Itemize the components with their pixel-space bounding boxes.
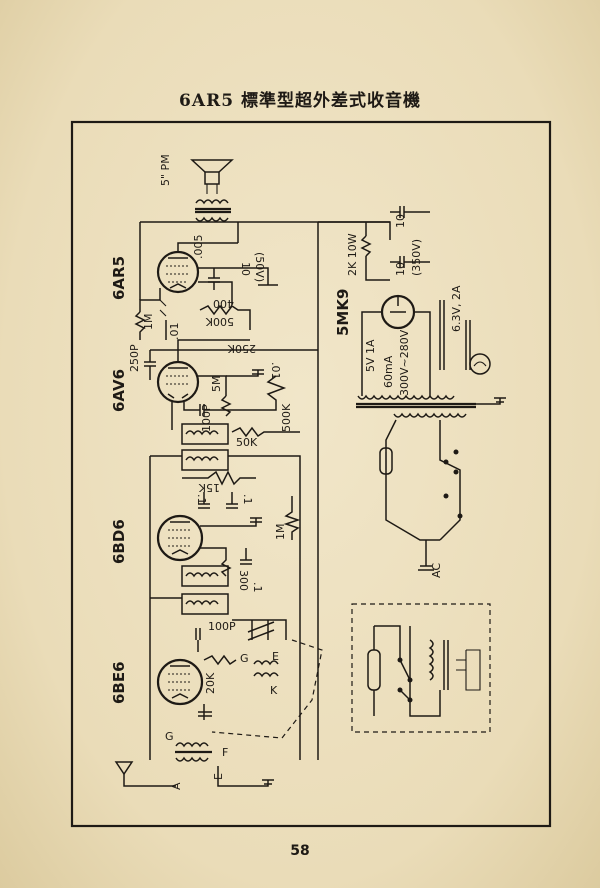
r50k-resistor — [231, 426, 300, 438]
k-label: K — [270, 684, 278, 697]
tube-6be6 — [156, 658, 204, 706]
variable-capacitor — [247, 620, 275, 641]
c10-50-v-label: (50V) — [253, 252, 266, 282]
cathode-bypass-cap — [208, 268, 220, 290]
r2k10w-resistor — [360, 235, 372, 257]
speaker-symbol — [190, 159, 234, 194]
inset-dashed-box — [351, 603, 491, 733]
pilot-lamp — [469, 353, 491, 375]
c1a-label: .1 — [195, 494, 208, 505]
fil-5v-label: 5V 1A — [364, 339, 377, 372]
page-title: 6AR5 標準型超外差式收音機 — [179, 91, 421, 111]
c1c-label: .1 — [251, 582, 264, 593]
output-transformer — [195, 199, 231, 222]
r400-label: 400 — [213, 297, 234, 310]
voltage-switch — [443, 449, 463, 519]
r50k-label: 50K — [236, 436, 258, 449]
r1m-label: 1M — [142, 314, 155, 331]
r1m-b-resistor — [283, 496, 301, 540]
inset-wiring — [367, 625, 481, 717]
speaker-label: 5" PM — [159, 154, 172, 186]
ac-plug — [418, 540, 434, 571]
r1m-b-label: 1M — [274, 524, 287, 541]
c100p-b-label: 100P — [208, 620, 236, 633]
tube-6av6 — [156, 360, 200, 404]
r500k-label: 500K — [205, 315, 234, 328]
c01b-label: .01 — [269, 362, 282, 380]
gang-dashed-line — [211, 639, 323, 739]
r15k-label: 15K — [198, 481, 220, 494]
ground-e — [217, 766, 274, 787]
ant-f-label: F — [222, 746, 228, 759]
g-label: G — [240, 652, 249, 665]
r250k-label: 250K — [227, 342, 256, 355]
oscillator-coil — [253, 660, 279, 678]
sec-60ma-label: 60mA — [382, 355, 395, 388]
c1b-label: .1 — [241, 494, 254, 505]
r1m-resistor — [134, 311, 146, 340]
r2k10w-label: 2K 10W — [346, 233, 359, 276]
fil-63-label: 6.3V, 2A — [450, 285, 463, 332]
antenna-coil — [175, 742, 212, 762]
c10-350-v-label: (350V) — [410, 239, 423, 276]
if-transformer-1 — [181, 423, 229, 471]
ant-g-label: G — [165, 730, 174, 743]
c01a-label: .01 — [168, 323, 181, 341]
r300-label: 300 — [237, 570, 250, 591]
r500k-b-label: 500K — [280, 403, 293, 432]
c250p-label: 250P — [128, 344, 141, 372]
tube-label-6bd6: 6BD6 — [110, 519, 128, 564]
tube-6bd6 — [156, 514, 204, 562]
power-transformer — [356, 394, 476, 418]
tube-label-5mk9: 5MK9 — [334, 289, 352, 336]
tube-5mk9 — [380, 294, 416, 330]
schematic-frame — [70, 120, 552, 828]
ac-label: AC — [430, 563, 443, 578]
fuse-symbol — [379, 447, 393, 475]
tube-6ar5 — [156, 250, 200, 294]
r5m-resistor — [220, 395, 232, 417]
sec-300v-label: 300V~280V — [398, 329, 411, 396]
r20k-resistor — [203, 654, 237, 666]
ant-a-label: A — [170, 782, 183, 790]
c10-50-label: 10 — [239, 262, 252, 276]
tube-label-6be6: 6BE6 — [110, 661, 128, 704]
c10-350-label: 10 — [394, 262, 407, 276]
tube-label-6av6: 6AV6 — [110, 369, 128, 412]
if-transformer-2 — [181, 565, 229, 615]
c-005-label: .005 — [192, 235, 205, 260]
tube-label-6ar5: 6AR5 — [110, 256, 128, 300]
r15k-resistor — [182, 470, 256, 486]
r5m-label: 5M — [210, 376, 223, 393]
page-number: 58 — [290, 843, 310, 859]
c100p-a-label: 100P — [200, 404, 213, 432]
r20k-label: 20K — [204, 672, 217, 694]
c10-top-label: 10 — [394, 214, 407, 228]
r500k-resistor — [199, 304, 251, 330]
e-label: E — [272, 650, 279, 663]
antenna-symbol — [114, 761, 176, 787]
r500k-b-resistor — [204, 375, 287, 411]
